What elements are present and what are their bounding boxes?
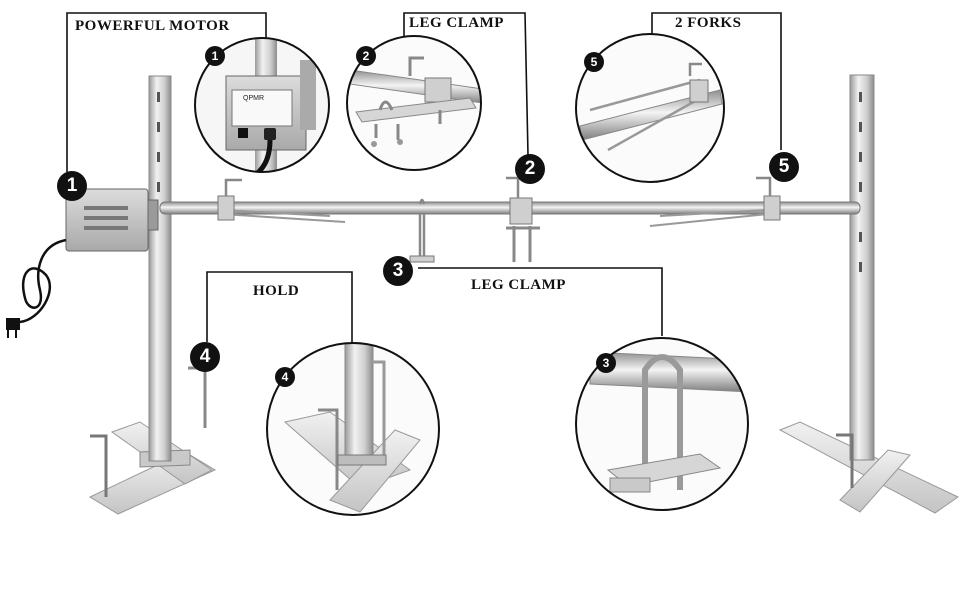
- callout-lines: [66, 12, 782, 345]
- badge-5-detail: 5: [584, 52, 604, 72]
- badge-2: 2: [515, 154, 545, 184]
- badge-1-detail: 1: [205, 46, 225, 66]
- label-leg-clamp-top: LEG CLAMP: [409, 15, 504, 31]
- left-stand: [88, 75, 217, 515]
- right-stand: [778, 74, 959, 514]
- detail-hold: [266, 342, 440, 516]
- label-leg-clamp-mid: LEG CLAMP: [471, 277, 566, 293]
- badge-3: 3: [383, 256, 413, 286]
- motor-unit: [6, 188, 159, 338]
- detail-motor: [194, 37, 330, 173]
- badge-4-detail: 4: [275, 367, 295, 387]
- label-powerful-motor: POWERFUL MOTOR: [75, 18, 230, 34]
- spit-rod: [159, 176, 861, 263]
- badge-5: 5: [769, 152, 799, 182]
- badge-4: 4: [190, 342, 220, 372]
- badge-3-detail: 3: [596, 353, 616, 373]
- badge-1: 1: [57, 171, 87, 201]
- label-hold: HOLD: [253, 283, 300, 299]
- detail-leg-clamp: [346, 35, 482, 171]
- motor-brand-plate: QPMR: [243, 95, 264, 102]
- label-2-forks: 2 FORKS: [675, 15, 742, 31]
- badge-2-detail: 2: [356, 46, 376, 66]
